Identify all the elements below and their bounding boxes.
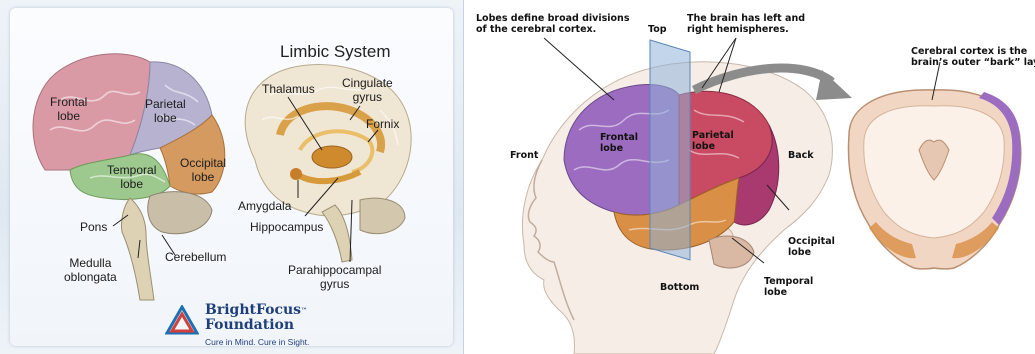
logo-trademark: ™: [301, 307, 307, 314]
hemisphere-plane: [650, 40, 690, 260]
logo-name: BrightFocus™ Foundation: [205, 303, 307, 333]
parietal-lobe-label: Parietal lobe: [145, 97, 186, 125]
medulla-oblongata-label: Medulla oblongata: [64, 256, 117, 284]
left-panel: Limbic System Frontal lobe Parietal lobe…: [0, 0, 464, 354]
right-panel: Lobes define broad divisions of the cere…: [464, 0, 1035, 354]
amygdala-shape: [290, 168, 302, 180]
triangle-logo-icon: [165, 305, 199, 335]
parahippocampal-gyrus-label: Parahippocampal gyrus: [288, 263, 381, 291]
occipital-lobe-label-right: Occipital lobe: [788, 236, 835, 258]
cerebellum-shape: [148, 192, 212, 234]
frontal-lobe-label: Frontal lobe: [50, 95, 87, 123]
occipital-lobe-label: Occipital lobe: [180, 156, 226, 184]
thalamus-shape: [312, 146, 352, 168]
pons-label: Pons: [80, 220, 107, 234]
frontal-lobe-label-right: Frontal lobe: [600, 132, 638, 154]
direction-back: Back: [788, 150, 814, 161]
caption-cortex: Cerebral cortex is the brain’s outer “ba…: [911, 46, 1035, 68]
caption-hemispheres: The brain has left and right hemispheres…: [687, 13, 805, 35]
logo-name-line2: Foundation: [205, 317, 294, 333]
hippocampus-label: Hippocampus: [250, 220, 323, 234]
logo-name-line1: BrightFocus: [205, 302, 301, 318]
limbic-cerebellum-shape: [360, 198, 405, 233]
direction-front: Front: [510, 150, 538, 161]
cingulate-gyrus-label: Cingulate gyrus: [342, 76, 393, 104]
arrowhead-icon: [816, 70, 852, 100]
direction-bottom: Bottom: [660, 282, 699, 293]
caption-lobes: Lobes define broad divisions of the cere…: [476, 13, 629, 35]
logo-tagline: Cure in Mind. Cure in Sight.: [205, 337, 309, 347]
temporal-lobe-label: Temporal lobe: [107, 163, 156, 191]
limbic-system-title: Limbic System: [280, 42, 391, 62]
fornix-label: Fornix: [366, 117, 399, 131]
thalamus-label: Thalamus: [262, 82, 315, 96]
cerebellum-label: Cerebellum: [165, 250, 226, 264]
amygdala-label: Amygdala: [238, 199, 291, 213]
parietal-lobe-label-right: Parietal lobe: [692, 130, 734, 152]
left-brain-illustrations: [0, 0, 463, 354]
temporal-lobe-label-right: Temporal lobe: [764, 276, 813, 298]
direction-top: Top: [648, 24, 667, 35]
